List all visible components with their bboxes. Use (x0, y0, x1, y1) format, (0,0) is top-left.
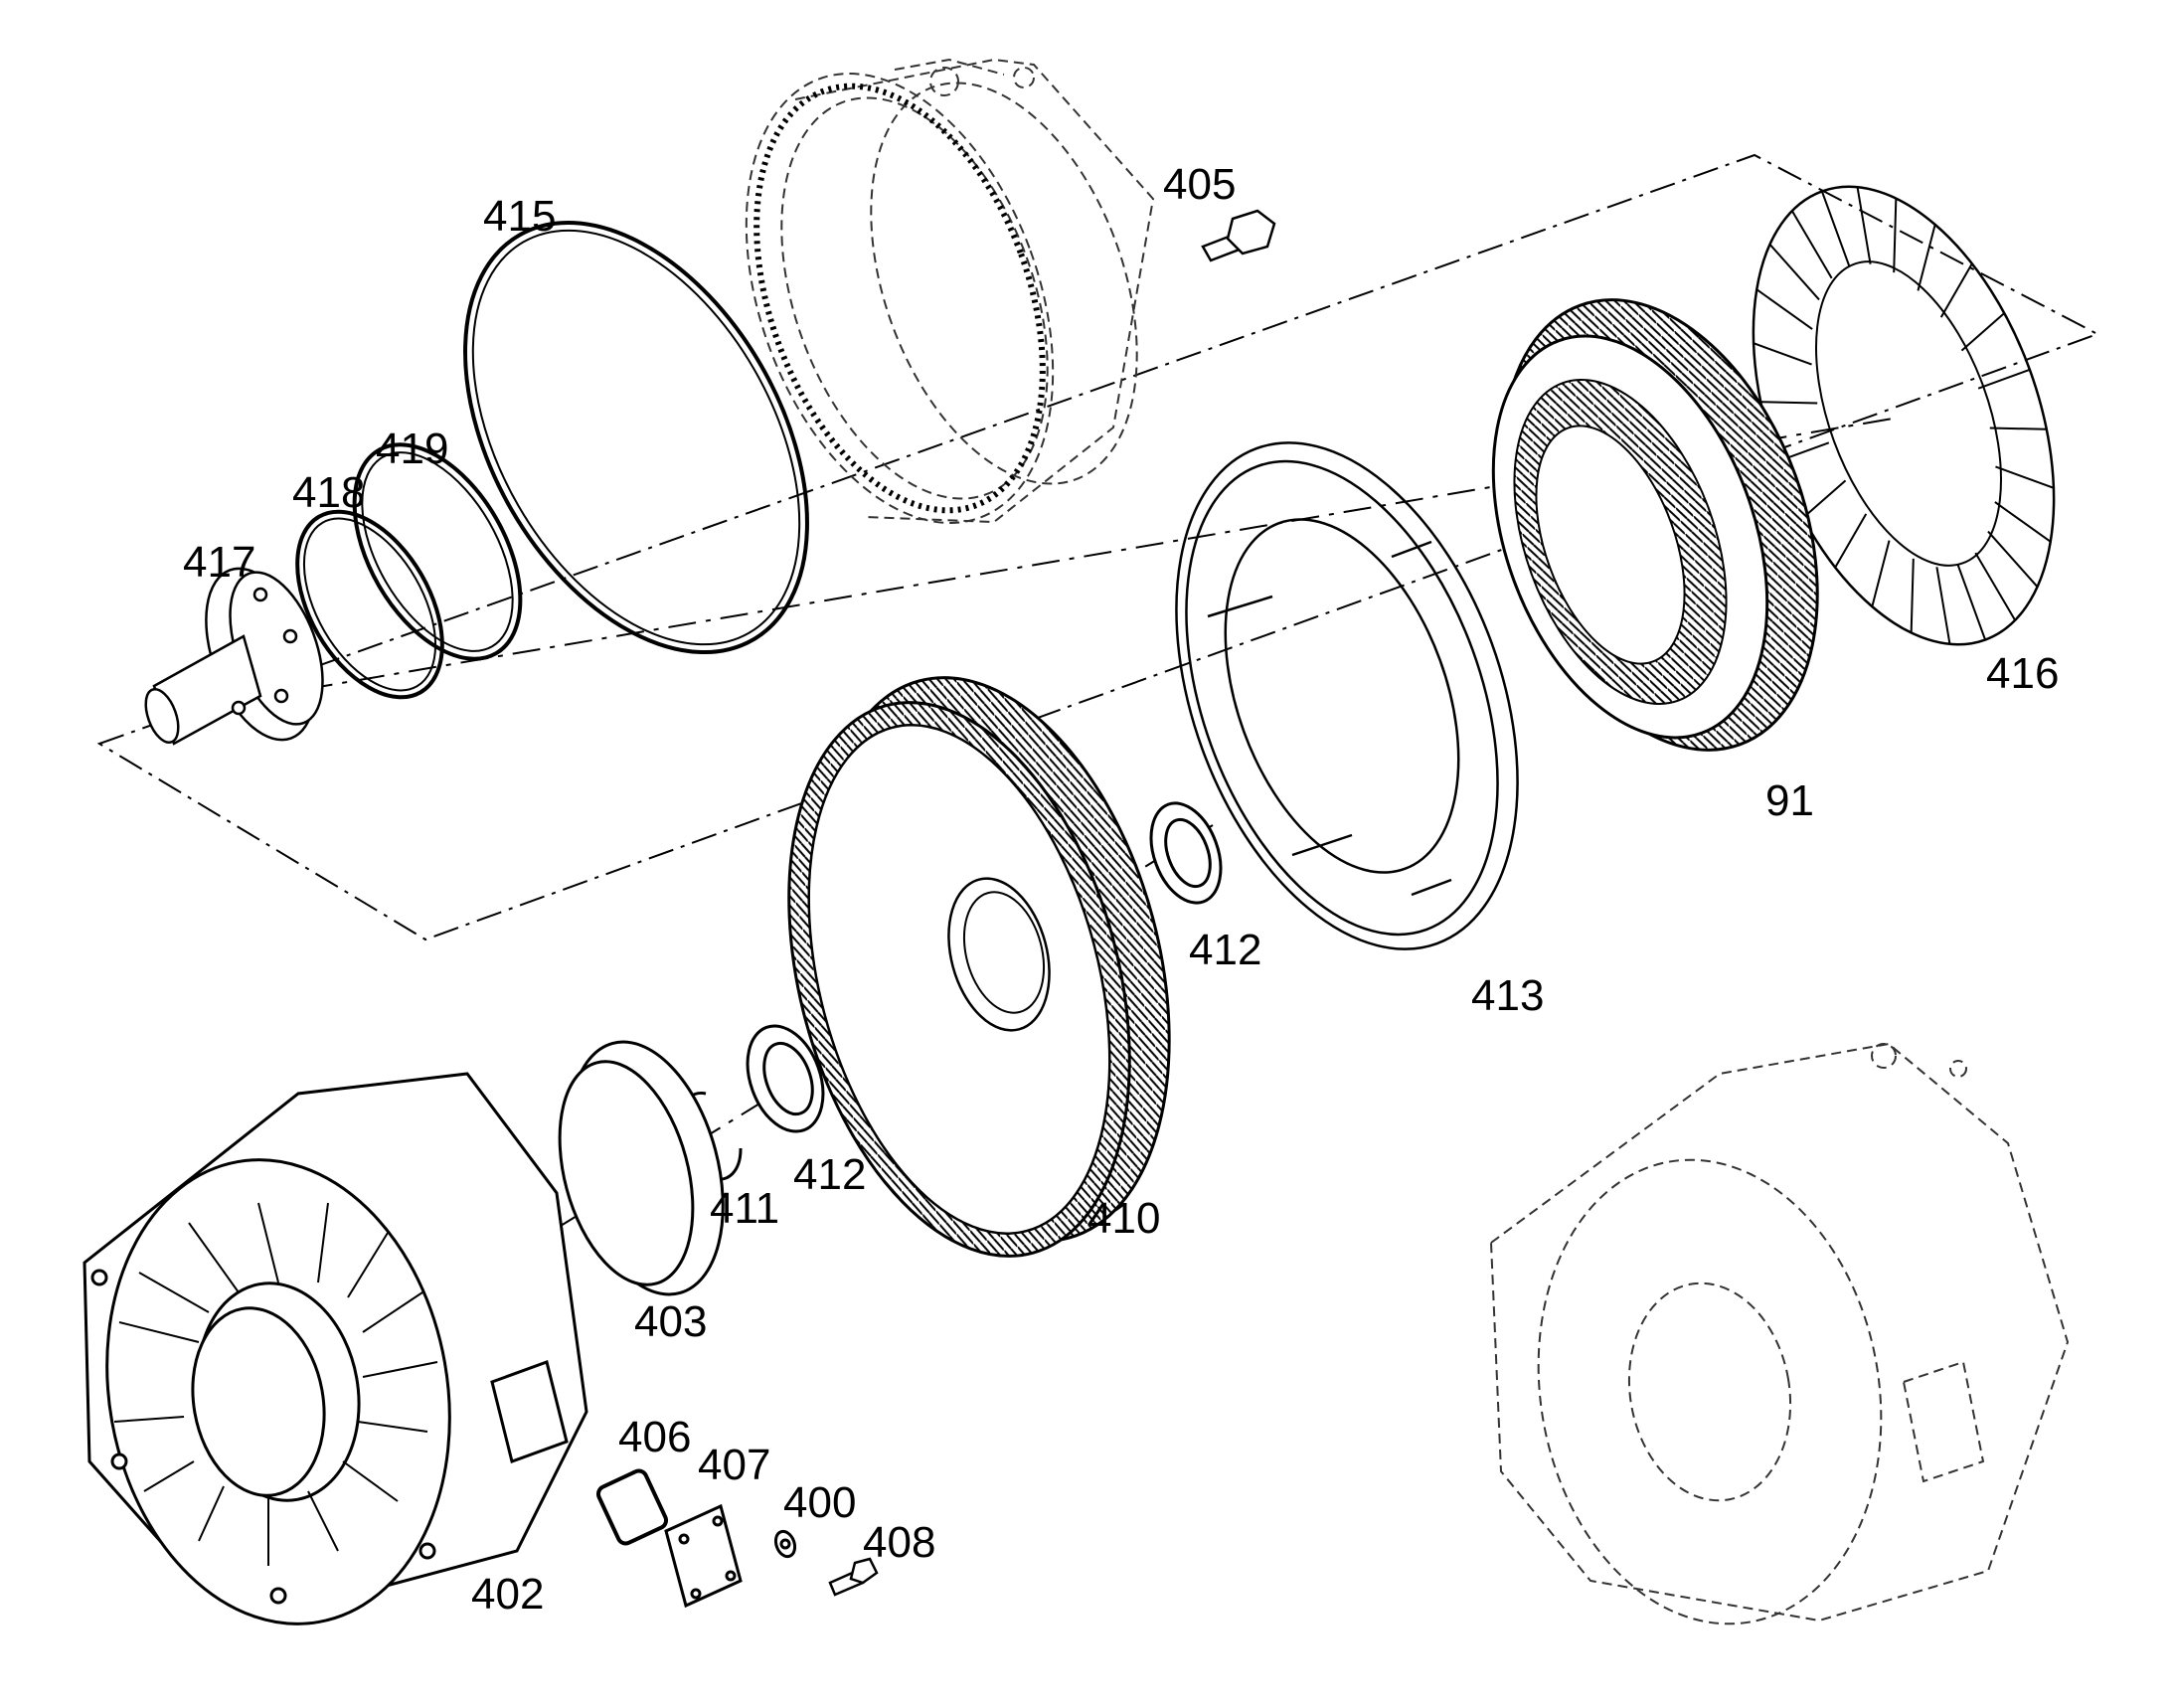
clutch-pack-91 (1491, 298, 1819, 752)
label-402: 402 (471, 1570, 545, 1619)
housing-ghost (1489, 1042, 2070, 1625)
disc-spoke (1977, 368, 2031, 390)
disc-spoke (1753, 342, 1812, 366)
disc-spoke (1768, 244, 1820, 301)
bolt-405 (1201, 209, 1276, 262)
disc-spoke (1987, 530, 2039, 588)
bearing-412-lower (746, 1024, 825, 1133)
disc-spoke (1760, 401, 1818, 405)
label-411: 411 (710, 1184, 780, 1233)
disc-spoke (1802, 479, 1847, 519)
disc-spoke (1917, 224, 1936, 291)
piston-413 (1175, 441, 1519, 950)
washer-400 (773, 1529, 797, 1559)
ring-gear-teeth-ghost (753, 83, 1046, 514)
disc-spoke (1994, 501, 2052, 543)
cover-407 (664, 1503, 743, 1609)
label-408: 408 (863, 1518, 936, 1567)
disc-spoke (1755, 288, 1813, 330)
label-403: 403 (634, 1297, 708, 1346)
housing-402 (83, 1072, 588, 1625)
gasket-406 (595, 1468, 669, 1546)
ring-419 (352, 442, 523, 661)
disc-spoke (1893, 198, 1898, 273)
sleeve-403 (558, 1040, 725, 1296)
screw-408 (828, 1557, 879, 1597)
label-410: 410 (1087, 1194, 1161, 1243)
disc-spoke (1956, 565, 1987, 640)
flange-shaft-417 (144, 567, 324, 746)
label-412-upper: 412 (1189, 926, 1262, 974)
disc-spoke (1995, 465, 2055, 489)
assembly-boundary (96, 153, 2100, 941)
label-400: 400 (783, 1478, 857, 1527)
disc-spoke (1989, 427, 2047, 430)
disc-spoke (1834, 513, 1868, 569)
disc-spoke (1910, 558, 1915, 633)
disc-spoke (1960, 312, 2005, 352)
disc-spoke (1974, 552, 2016, 621)
label-406: 406 (618, 1413, 692, 1461)
label-415: 415 (483, 192, 557, 241)
o-ring-415 (463, 220, 809, 655)
ring-418 (295, 509, 444, 700)
disc-spoke (1935, 567, 1951, 644)
label-407: 407 (698, 1441, 771, 1489)
label-416: 416 (1986, 649, 2060, 698)
disc-spoke (1939, 262, 1973, 318)
label-405: 405 (1163, 160, 1237, 209)
friction-disc-416 (1752, 185, 2056, 646)
label-91: 91 (1765, 776, 1814, 825)
disc-spoke (1820, 191, 1851, 266)
label-413: 413 (1471, 971, 1545, 1020)
ring-gear-410 (787, 676, 1171, 1258)
disc-spoke (1871, 540, 1891, 607)
label-412-lower: 412 (793, 1150, 867, 1199)
label-418: 418 (292, 468, 366, 517)
disc-spoke (1856, 187, 1872, 264)
disc-spoke (1791, 210, 1833, 279)
label-417: 417 (183, 538, 256, 587)
bearing-412-upper (1149, 801, 1223, 905)
label-419: 419 (376, 425, 449, 473)
